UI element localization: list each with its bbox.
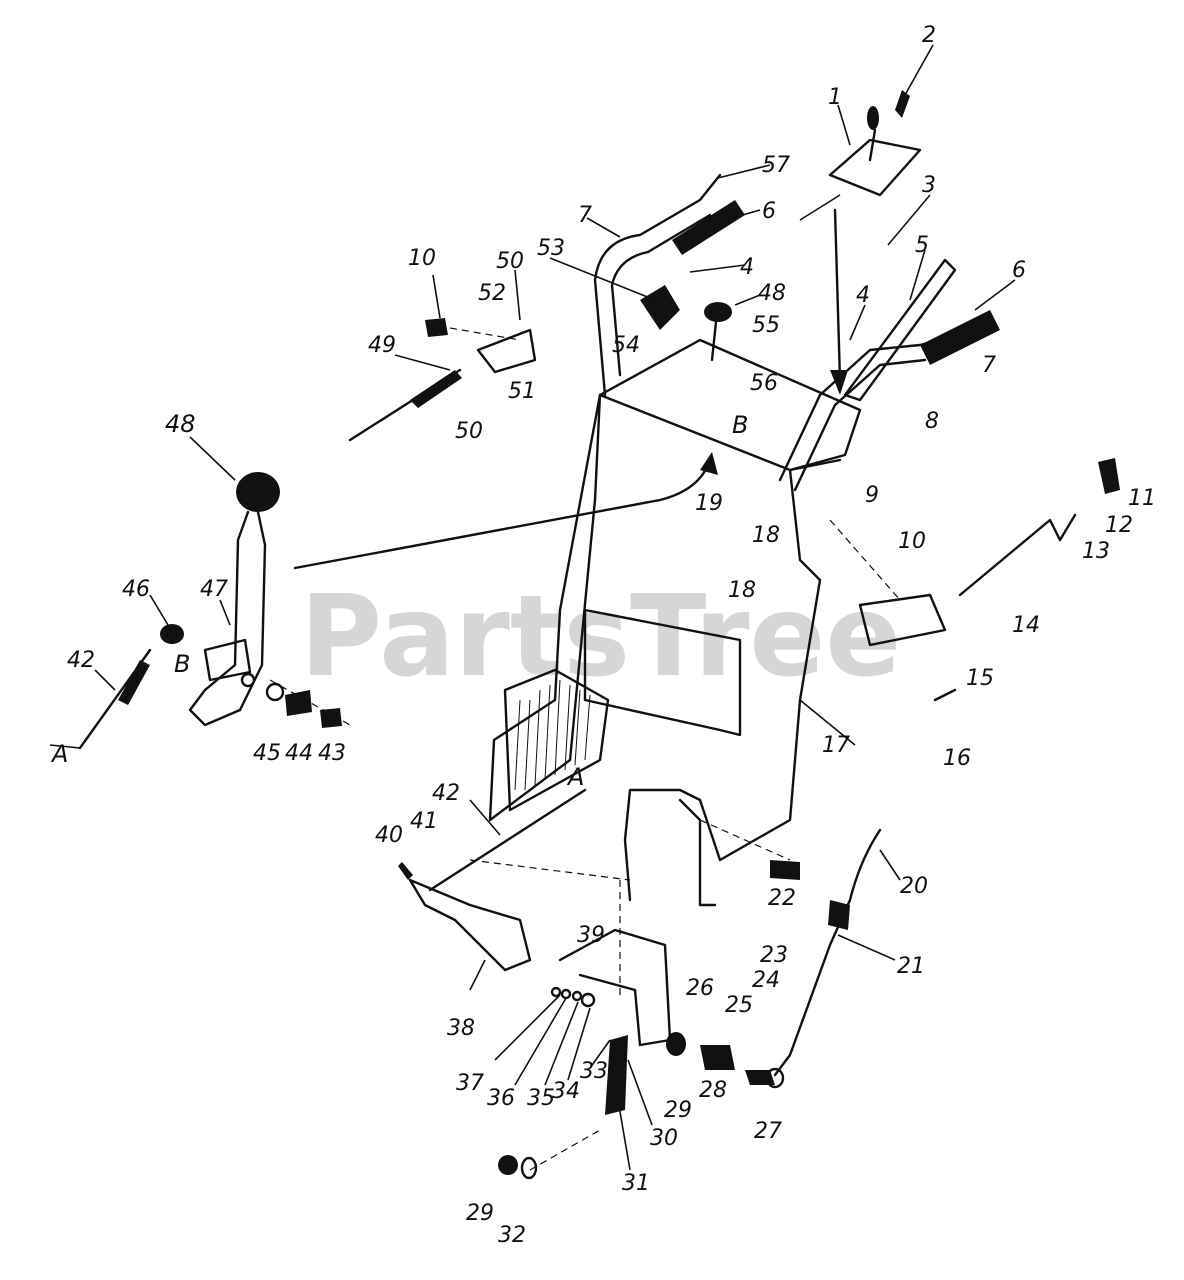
chute-control-assembly [348, 285, 732, 442]
callout-38: 38 [447, 1016, 475, 1041]
shift-lever-assembly [78, 452, 718, 750]
handle-assembly [593, 173, 1000, 492]
callout-18-b: 18 [728, 578, 756, 603]
callout-15: 15 [966, 666, 994, 691]
callout-39: 39 [577, 923, 605, 948]
callout-57: 57 [762, 153, 790, 178]
callout-4-right: 4 [856, 283, 870, 308]
callout-47: 47 [200, 577, 228, 602]
callout-42-bottom: 42 [432, 781, 460, 806]
callout-48-top: 48 [758, 281, 786, 306]
watermark: PartsTree [300, 572, 901, 702]
callout-33: 33 [580, 1059, 608, 1084]
callout-12: 12 [1105, 513, 1133, 538]
callout-43: 43 [318, 741, 346, 766]
callout-5: 5 [915, 233, 929, 258]
callout-53: 53 [537, 236, 565, 261]
callout-7-right: 7 [982, 353, 996, 378]
callout-19: 19 [695, 491, 723, 516]
callout-6-right: 6 [1012, 258, 1026, 283]
callout-2: 2 [922, 23, 936, 48]
callout-23: 23 [760, 943, 788, 968]
callout-7-top: 7 [578, 203, 592, 228]
callout-37: 37 [456, 1071, 484, 1096]
leader-lines [49, 44, 1016, 1171]
callout-11: 11 [1128, 486, 1156, 511]
callout-35: 35 [527, 1086, 555, 1111]
callout-36: 36 [487, 1086, 515, 1111]
callout-labels: 2 1 3 57 7 6 53 4 5 6 10 50 52 48 4 55 5… [50, 23, 1156, 1248]
callout-31: 31 [622, 1171, 650, 1196]
ref-a-bottom: A [566, 763, 584, 791]
callout-17: 17 [822, 733, 850, 758]
callout-56: 56 [750, 371, 778, 396]
callout-20: 20 [900, 874, 928, 899]
callout-16: 16 [943, 746, 971, 771]
callout-29-bottom: 29 [466, 1201, 494, 1226]
callout-22: 22 [768, 886, 796, 911]
callout-13: 13 [1082, 539, 1110, 564]
callout-28: 28 [699, 1078, 727, 1103]
callout-26: 26 [686, 976, 714, 1001]
ref-b-lower: B [174, 650, 190, 678]
callout-21: 21 [897, 954, 925, 979]
callout-50-top: 50 [496, 249, 524, 274]
callout-1: 1 [828, 85, 842, 110]
callout-50-bottom: 50 [455, 419, 483, 444]
ref-b-upper: B [732, 411, 748, 439]
top-lever-assembly [799, 90, 922, 395]
callout-10-left: 10 [408, 246, 436, 271]
crank-assembly [829, 458, 1120, 702]
callout-25: 25 [725, 993, 753, 1018]
callout-45: 45 [253, 741, 281, 766]
callout-27: 27 [754, 1119, 782, 1144]
control-panel [488, 338, 862, 907]
callout-32: 32 [498, 1223, 526, 1248]
callout-10-right: 10 [898, 529, 926, 554]
callout-4-top: 4 [740, 255, 754, 280]
callout-8: 8 [925, 409, 939, 434]
callout-24: 24 [752, 968, 780, 993]
callout-30: 30 [650, 1126, 678, 1151]
callout-29-right: 29 [664, 1098, 692, 1123]
callout-51: 51 [508, 379, 536, 404]
callout-49: 49 [368, 333, 396, 358]
callout-42-left: 42 [67, 648, 95, 673]
callout-52: 52 [478, 281, 506, 306]
callout-18-a: 18 [752, 523, 780, 548]
callout-40: 40 [375, 823, 403, 848]
ref-a-left: A [50, 740, 68, 768]
callout-3: 3 [922, 173, 936, 198]
callout-55: 55 [752, 313, 780, 338]
callout-14: 14 [1012, 613, 1040, 638]
callout-41: 41 [410, 809, 438, 834]
callout-9: 9 [865, 483, 879, 508]
lower-linkage-assembly [398, 788, 882, 1180]
callout-46: 46 [122, 577, 150, 602]
callout-6-left: 6 [762, 199, 776, 224]
callout-54: 54 [612, 333, 640, 358]
callout-48-left: 48 [165, 410, 196, 438]
callout-44: 44 [285, 741, 313, 766]
callout-34: 34 [552, 1079, 580, 1104]
